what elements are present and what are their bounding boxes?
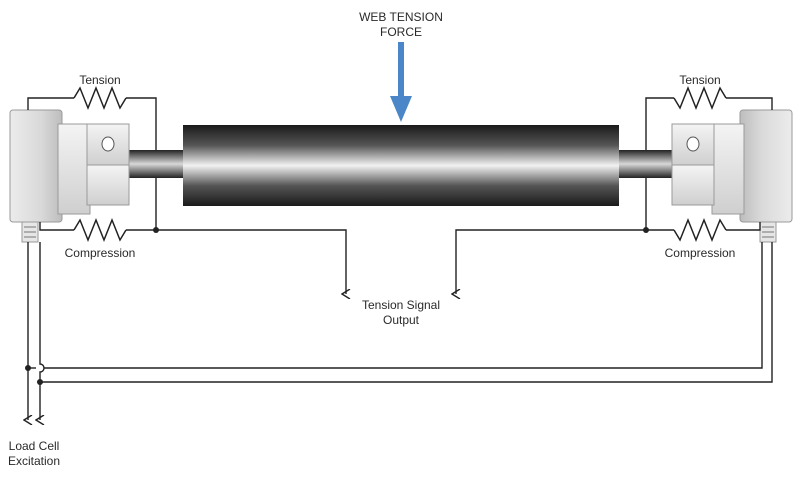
web-tension-force-arrow bbox=[390, 42, 412, 122]
left-load-cell bbox=[9, 109, 130, 243]
force-label-line1: WEB TENSION bbox=[359, 10, 443, 24]
right-shaft bbox=[617, 150, 673, 178]
right-cell-mount bbox=[711, 123, 745, 215]
left-compression-resistor bbox=[73, 217, 127, 243]
left-tension-label: Tension bbox=[79, 73, 120, 87]
right-tension-resistor bbox=[673, 85, 727, 111]
excitation-label-line1: Load Cell bbox=[9, 439, 60, 453]
right-gauge-circuit bbox=[456, 85, 773, 294]
excitation-label-line2: Excitation bbox=[8, 454, 60, 468]
left-cell-bolt-hole bbox=[101, 136, 115, 152]
right-cell-lower-block bbox=[671, 164, 715, 206]
right-cell-housing bbox=[739, 109, 793, 223]
right-compression-resistor bbox=[673, 217, 727, 243]
signal-output-label-line2: Output bbox=[383, 313, 420, 327]
left-gauge-circuit bbox=[27, 85, 346, 294]
right-tension-label: Tension bbox=[679, 73, 720, 87]
left-cell-lower-block bbox=[86, 164, 130, 206]
left-cell-mount bbox=[57, 123, 91, 215]
left-compression-label: Compression bbox=[65, 246, 136, 260]
excitation-junction-lower bbox=[37, 379, 43, 385]
excitation-junction-upper bbox=[25, 365, 31, 371]
excitation-circuit bbox=[25, 242, 773, 420]
force-label-line2: FORCE bbox=[380, 25, 422, 39]
left-cell-housing bbox=[9, 109, 63, 223]
signal-output-label-line1: Tension Signal bbox=[362, 298, 440, 312]
left-shaft bbox=[128, 150, 184, 178]
web-roll bbox=[183, 125, 619, 206]
left-tension-resistor bbox=[73, 85, 127, 111]
right-compression-label: Compression bbox=[665, 246, 736, 260]
right-load-cell bbox=[671, 109, 793, 243]
right-cell-bolt-hole bbox=[686, 136, 700, 152]
